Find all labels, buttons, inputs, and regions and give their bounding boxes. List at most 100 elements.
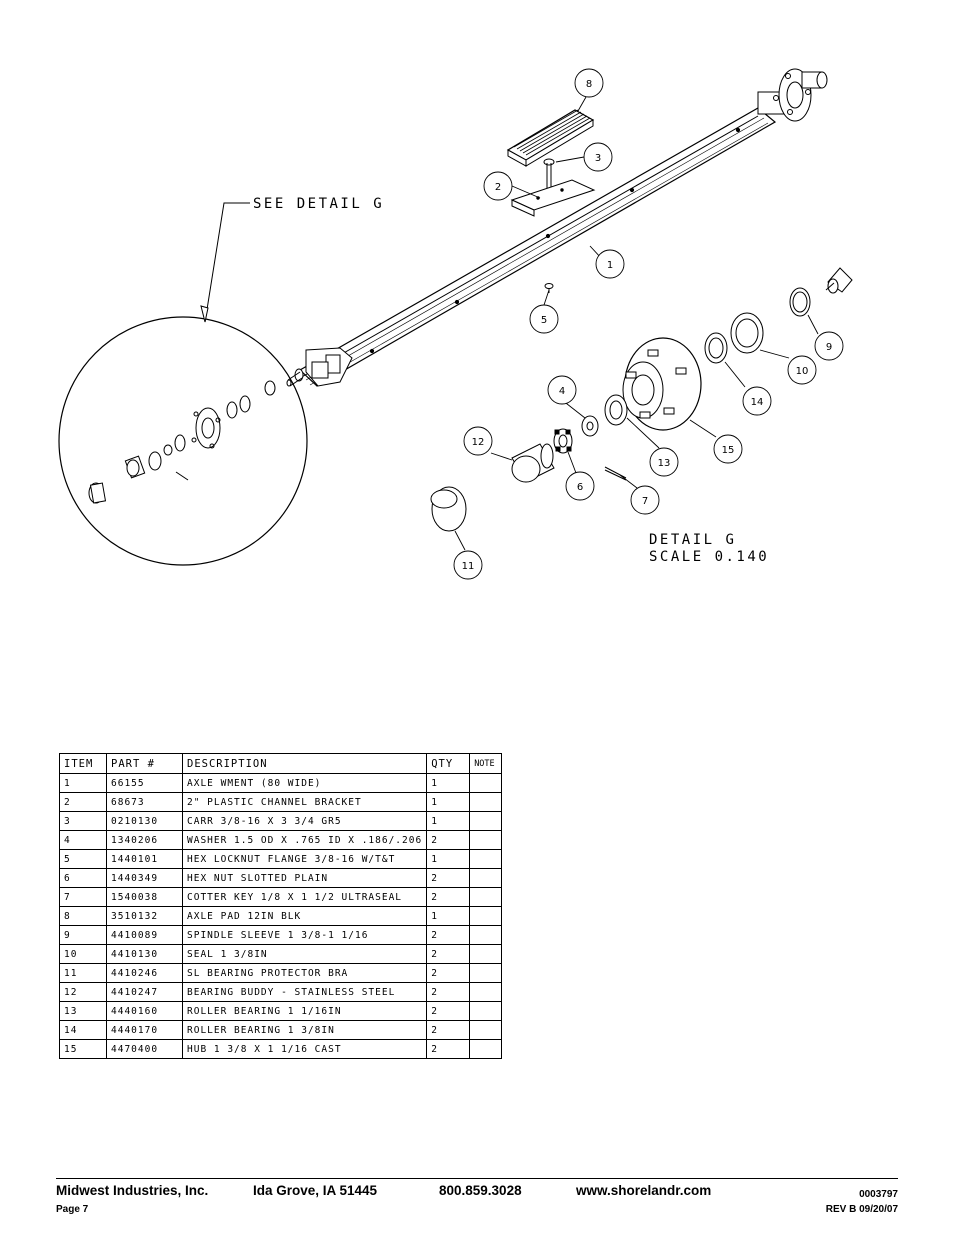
note-cell <box>469 830 503 850</box>
hub <box>622 337 702 431</box>
item-cell: 8 <box>59 906 107 926</box>
qty-cell: 2 <box>426 1020 471 1040</box>
slotted-nut <box>553 428 573 454</box>
roller-bearing-large <box>704 332 728 364</box>
qty-cell: 1 <box>426 792 471 812</box>
spindle-sleeve-ring <box>789 287 811 317</box>
item-cell: 11 <box>59 963 107 983</box>
balloon-label: 11 <box>462 561 475 572</box>
item-cell: 12 <box>59 982 107 1002</box>
bearing-buddy <box>511 443 555 483</box>
qty-cell: 2 <box>426 982 471 1002</box>
description-cell: 2" PLASTIC CHANNEL BRACKET <box>181 792 428 812</box>
locknut <box>544 283 554 293</box>
item-cell: 14 <box>59 1020 107 1040</box>
cotter-key <box>604 466 627 481</box>
axle-tube <box>286 68 828 387</box>
item-cell: 7 <box>59 887 107 907</box>
qty-cell: 1 <box>426 773 471 793</box>
channel-bracket <box>510 179 596 217</box>
description-cell: HUB 1 3/8 X 1 1/16 CAST <box>181 1039 428 1059</box>
qty-cell: 2 <box>426 1039 471 1059</box>
balloon-label: 4 <box>559 386 565 397</box>
seal <box>730 312 764 354</box>
qty-cell: 2 <box>426 1001 471 1021</box>
item-cell: 3 <box>59 811 107 831</box>
item-cell: 9 <box>59 925 107 945</box>
description-cell: COTTER KEY 1/8 X 1 1/2 ULTRASEAL <box>181 887 428 907</box>
note-cell <box>469 887 503 907</box>
item-cell: 10 <box>59 944 107 964</box>
qty-cell: 2 <box>426 925 471 945</box>
table-header-row: ITEM PART # DESCRIPTION QTY NOTE <box>59 753 503 774</box>
detail-circle <box>58 202 308 566</box>
description-cell: AXLE PAD 12IN BLK <box>181 906 428 926</box>
item-cell: 2 <box>59 792 107 812</box>
part-number-cell: 1440101 <box>106 849 183 869</box>
footer-page-number: Page 7 <box>56 1204 89 1215</box>
detail-title: DETAIL G <box>649 532 736 548</box>
qty-cell: 2 <box>426 868 471 888</box>
item-cell: 1 <box>59 773 107 793</box>
carriage-bolt <box>543 158 555 188</box>
part-number-cell: 68673 <box>106 792 183 812</box>
footer-location: Ida Grove, IA 51445 <box>253 1183 378 1198</box>
item-cell: 5 <box>59 849 107 869</box>
note-cell <box>469 944 503 964</box>
description-cell: SEAL 1 3/8IN <box>181 944 428 964</box>
note-cell <box>469 792 503 812</box>
qty-cell: 2 <box>426 944 471 964</box>
header-note: NOTE <box>469 753 503 774</box>
item-cell: 15 <box>59 1039 107 1059</box>
qty-cell: 1 <box>426 811 471 831</box>
header-part-number: PART # <box>106 753 183 774</box>
part-number-cell: 4410246 <box>106 963 183 983</box>
balloon-label: 7 <box>642 496 648 507</box>
part-number-cell: 66155 <box>106 773 183 793</box>
description-cell: HEX LOCKNUT FLANGE 3/8-16 W/T&T <box>181 849 428 869</box>
balloon-label: 10 <box>796 366 809 377</box>
header-description: DESCRIPTION <box>181 753 428 774</box>
balloon-label: 5 <box>541 315 547 326</box>
qty-cell: 2 <box>426 887 471 907</box>
balloon-label: 13 <box>658 458 671 469</box>
axle-pad <box>506 109 595 167</box>
exploded-parts-drawing: 1 2 3 4 5 6 7 8 9 10 11 12 13 14 15 SEE … <box>58 68 853 580</box>
item-cell: 13 <box>59 1001 107 1021</box>
balloon-label: 14 <box>751 397 764 408</box>
item-cell: 6 <box>59 868 107 888</box>
balloon-label: 15 <box>722 445 735 456</box>
description-cell: ROLLER BEARING 1 1/16IN <box>181 1001 428 1021</box>
header-qty: QTY <box>426 753 471 774</box>
part-number-cell: 3510132 <box>106 906 183 926</box>
balloon-label: 9 <box>826 342 832 353</box>
description-cell: SL BEARING PROTECTOR BRA <box>181 963 428 983</box>
see-detail-callout: SEE DETAIL G <box>253 196 384 212</box>
washer <box>581 415 599 437</box>
item-cell: 4 <box>59 830 107 850</box>
description-cell: WASHER 1.5 OD X .765 ID X .186/.206 <box>181 830 428 850</box>
part-number-cell: 1540038 <box>106 887 183 907</box>
balloon-label: 2 <box>495 182 501 193</box>
leader-lines <box>454 96 819 551</box>
item-balloons <box>453 68 844 580</box>
description-cell: SPINDLE SLEEVE 1 3/8-1 1/16 <box>181 925 428 945</box>
note-cell <box>469 773 503 793</box>
note-cell <box>469 1039 503 1059</box>
part-number-cell: 0210130 <box>106 811 183 831</box>
part-number-cell: 4470400 <box>106 1039 183 1059</box>
note-cell <box>469 963 503 983</box>
qty-cell: 1 <box>426 849 471 869</box>
detail-scale: SCALE 0.140 <box>649 549 769 565</box>
